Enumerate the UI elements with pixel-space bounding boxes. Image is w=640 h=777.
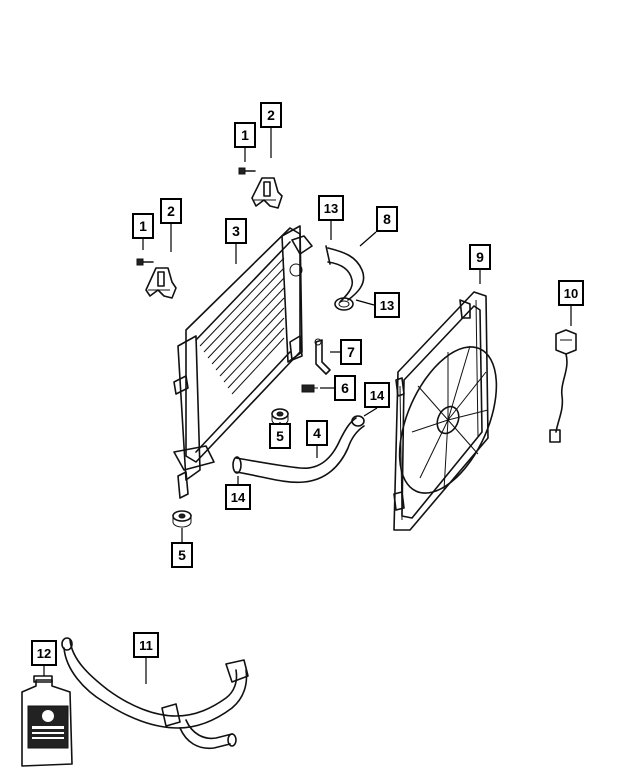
callout-part-9: 9 xyxy=(469,244,491,270)
callout-part-4: 4 xyxy=(306,420,328,446)
callout-part-12: 12 xyxy=(31,640,57,666)
callout-part-14-lower: 14 xyxy=(225,484,251,510)
callout-part-2-lower: 2 xyxy=(160,198,182,224)
small-bypass-hose xyxy=(314,338,331,375)
upper-mount-bracket xyxy=(251,177,283,209)
callout-part-11: 11 xyxy=(133,632,159,658)
upper-radiator-hose xyxy=(325,245,365,311)
callout-part-1-lower: 1 xyxy=(132,213,154,239)
callout-part-2-upper: 2 xyxy=(260,102,282,128)
callout-part-6: 6 xyxy=(334,375,356,401)
callout-part-14-upper: 14 xyxy=(364,382,390,408)
upper-bolt xyxy=(238,167,256,175)
lower-bolt xyxy=(136,258,154,266)
callout-part-7: 7 xyxy=(340,339,362,365)
coolant-bottle xyxy=(21,675,73,767)
callout-part-1-upper: 1 xyxy=(234,122,256,148)
fan-wiring-harness xyxy=(549,329,577,443)
lower-radiator-hose xyxy=(232,415,365,484)
callout-part-13-upper: 13 xyxy=(318,195,344,221)
callout-part-8: 8 xyxy=(376,206,398,232)
callout-part-13-lower: 13 xyxy=(374,292,400,318)
cooling-fan-module xyxy=(393,291,498,531)
lower-isolator xyxy=(172,510,192,528)
callout-part-10: 10 xyxy=(558,280,584,306)
radiator xyxy=(173,225,313,499)
leader-lines xyxy=(43,127,572,684)
drain-plug xyxy=(301,384,318,393)
lower-mount-bracket xyxy=(145,267,177,299)
callout-part-5-upper: 5 xyxy=(269,423,291,449)
callout-part-5-lower: 5 xyxy=(171,542,193,568)
coolant-hose-assembly xyxy=(61,637,249,750)
callout-part-3: 3 xyxy=(225,218,247,244)
